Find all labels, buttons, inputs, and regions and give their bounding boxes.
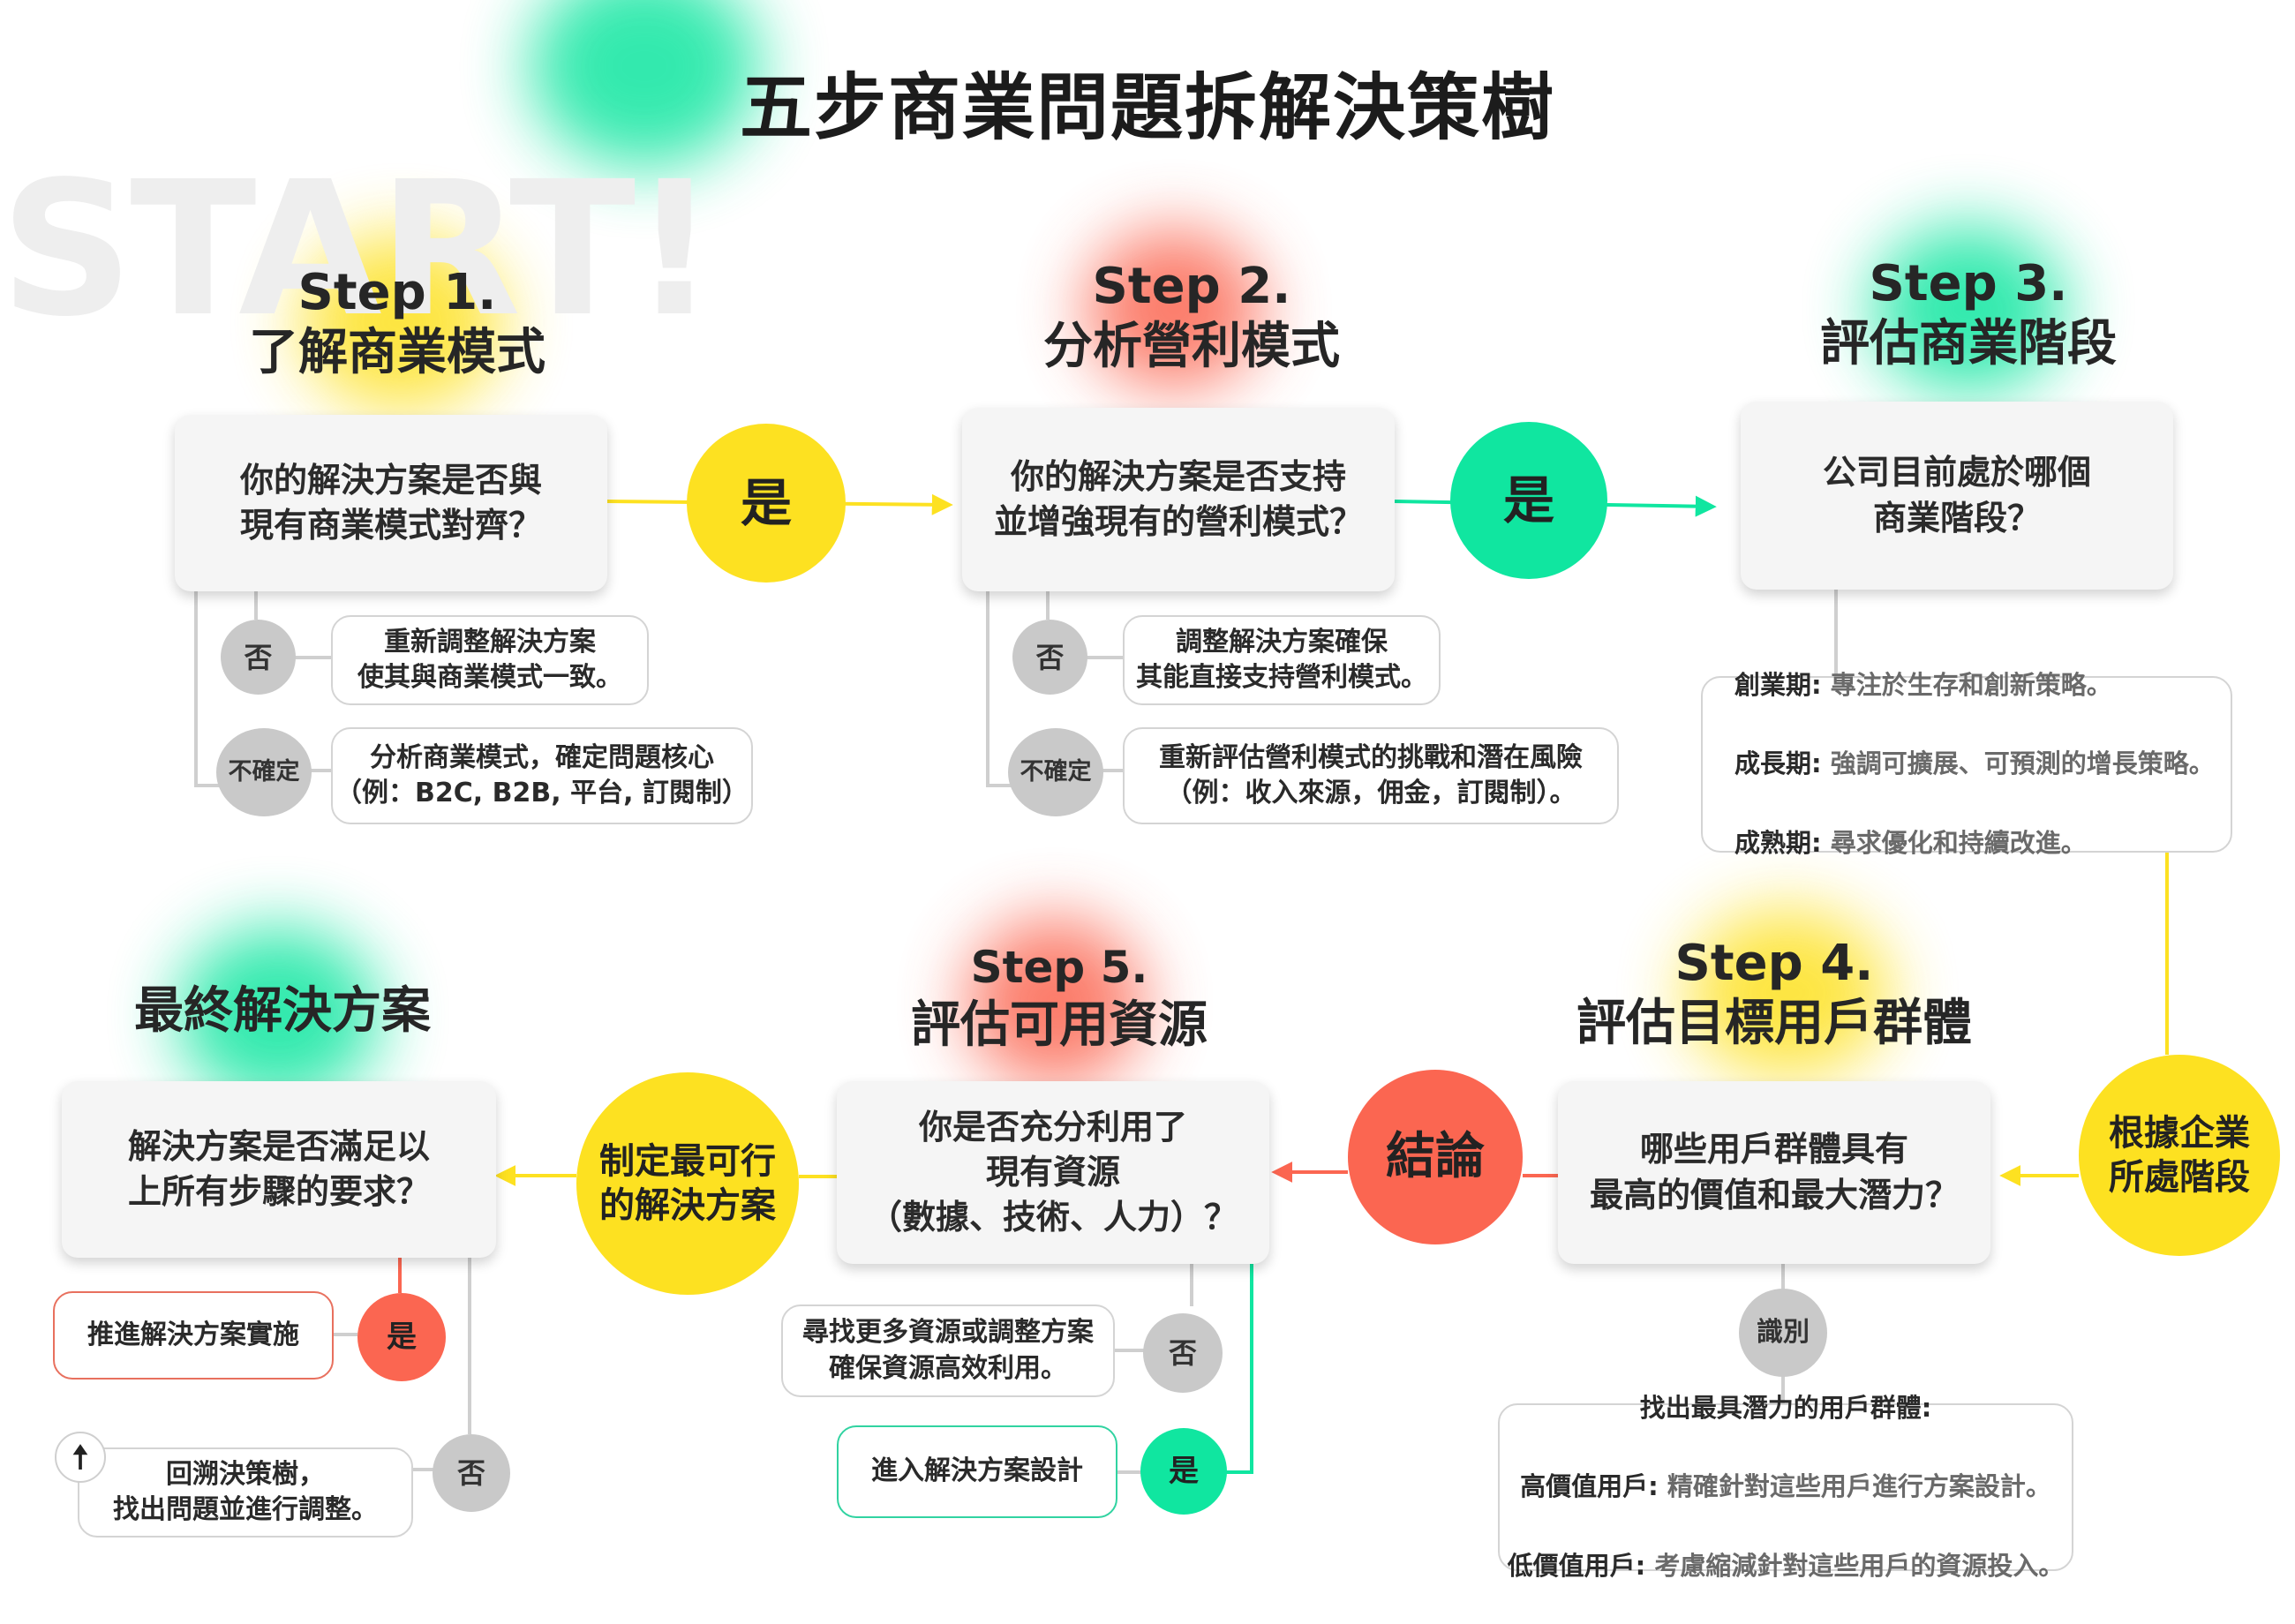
final-name: 最終解決方案	[134, 982, 431, 1040]
final-question-box: 解決方案是否滿足以 上所有步驟的要求？	[62, 1081, 496, 1258]
stage-desc: 專注於生存和創新策略。	[1830, 669, 2112, 700]
step4-notes-box: 找出最具潛力的用戶群體: 高價值用戶: 精確針對這些用戶進行方案設計。 低價值用…	[1498, 1393, 2073, 1581]
stage-row-growth: 成長期: 強調可擴展、可預測的增長策略。	[1734, 742, 2215, 786]
step2-unsure-note: 重新評估營利模式的挑戰和潛在風險 （例：收入來源，佣金，訂閱制）。	[1123, 727, 1619, 824]
note-label: 高價值用戶:	[1520, 1471, 1659, 1502]
step2-label: Step 2. 分析營利模式	[1015, 258, 1368, 380]
note-desc: 考慮縮減針對這些用戶的資源投入。	[1654, 1551, 2065, 1582]
arrow-up-icon	[55, 1432, 106, 1483]
stage-label: 創業期:	[1734, 669, 1822, 700]
step5-name: 評估可用資源	[911, 996, 1208, 1054]
step2-unsure-circle: 不確定	[1008, 728, 1103, 816]
final-yes-note: 推進解決方案實施	[53, 1291, 334, 1380]
step5-question-box: 你是否充分利用了 現有資源 （數據、技術、人力）？	[837, 1081, 1269, 1264]
note-label: 低價值用戶:	[1507, 1551, 1646, 1582]
step3-stages-box: 創業期: 專注於生存和創新策略。 成長期: 強調可擴展、可預測的增長策略。 成熟…	[1701, 670, 2232, 858]
note-row-high-value: 高價值用戶: 精確針對這些用戶進行方案設計。	[1508, 1465, 2065, 1508]
step2-question-box: 你的解決方案是否支持 並增強現有的營利模式？	[962, 408, 1395, 591]
step4-question-box: 哪些用戶群體具有 最高的價值和最大潛力？	[1558, 1081, 1990, 1264]
stage-desc: 強調可擴展、可預測的增長策略。	[1830, 748, 2215, 779]
stage-desc: 尋求優化和持續改進。	[1830, 828, 2087, 859]
stage-label: 成熟期:	[1734, 828, 1822, 859]
step3-number: Step 3.	[1869, 255, 2068, 312]
step1-unsure-note: 分析商業模式，確定問題核心 （例：B2C, B2B, 平台, 訂閱制）	[331, 727, 753, 824]
page-title: 五步商業問題拆解決策樹	[739, 66, 1555, 150]
step3-name: 評估商業階段	[1820, 315, 2117, 373]
stage-row-startup: 創業期: 專注於生存和創新策略。	[1734, 664, 2215, 707]
background-start-text: START!	[0, 141, 717, 357]
red-glow-step2	[1086, 229, 1262, 388]
step4-note-title: 找出最具潛力的用戶群體:	[1639, 1392, 1932, 1423]
step1-number: Step 1.	[297, 264, 497, 321]
step5-yes-note: 進入解決方案設計	[837, 1425, 1117, 1518]
step2-no-circle: 否	[1012, 620, 1087, 695]
step1-name: 了解商業模式	[249, 324, 546, 382]
step2-yes-circle: 是	[1450, 422, 1607, 579]
stage-row-mature: 成熟期: 尋求優化和持續改進。	[1734, 822, 2215, 865]
step3-question-box: 公司目前處於哪個 商業階段？	[1741, 402, 2173, 590]
red-glow-step5	[967, 918, 1143, 1086]
stage-label: 成長期:	[1734, 748, 1822, 779]
step1-label: Step 1. 了解商業模式	[221, 264, 574, 386]
step5-yes-circle: 是	[1140, 1428, 1227, 1515]
step3-label: Step 3. 評估商業階段	[1783, 255, 2154, 377]
step4-identify-circle: 識別	[1739, 1289, 1827, 1377]
step1-unsure-circle: 不確定	[216, 728, 312, 816]
step1-no-circle: 否	[221, 620, 296, 695]
green-glow-title	[530, 0, 759, 168]
step5-no-note: 尋找更多資源或調整方案 確保資源高效利用。	[781, 1304, 1115, 1397]
step2-name: 分析營利模式	[1043, 318, 1340, 376]
step1-question-box: 你的解決方案是否與 現有商業模式對齊？	[175, 415, 607, 591]
green-glow-final	[177, 927, 380, 1103]
final-no-circle: 否	[433, 1434, 510, 1512]
note-row-low-value: 低價值用戶: 考慮縮減針對這些用戶的資源投入。	[1508, 1545, 2065, 1588]
step5-label: Step 5. 評估可用資源	[874, 942, 1245, 1057]
step1-yes-circle: 是	[687, 424, 846, 583]
step5-no-circle: 否	[1143, 1313, 1223, 1393]
final-no-note: 回溯決策樹， 找出問題並進行調整。	[78, 1447, 413, 1538]
feasible-solution-circle: 制定最可行 的解決方案	[576, 1072, 799, 1295]
step4-number: Step 4.	[1674, 935, 1874, 992]
final-label: 最終解決方案	[88, 980, 477, 1044]
step1-no-note: 重新調整解決方案 使其與商業模式一致。	[331, 615, 649, 705]
step2-number: Step 2.	[1092, 258, 1291, 315]
green-glow-step3	[1871, 225, 2066, 393]
yellow-glow-step4	[1686, 909, 1889, 1077]
step2-no-note: 調整解決方案確保 其能直接支持營利模式。	[1123, 615, 1441, 705]
final-yes-circle: 是	[357, 1293, 446, 1381]
conclusion-circle: 結論	[1348, 1070, 1523, 1244]
step4-name: 評估目標用戶群體	[1576, 995, 1972, 1053]
step4-label: Step 4. 評估目標用戶群體	[1554, 935, 1995, 1056]
yellow-glow-step1	[300, 234, 503, 410]
step5-number: Step 5.	[970, 942, 1148, 993]
stage-connector-circle: 根據企業 所處階段	[2079, 1055, 2280, 1256]
note-desc: 精確針對這些用戶進行方案設計。	[1667, 1471, 2051, 1502]
